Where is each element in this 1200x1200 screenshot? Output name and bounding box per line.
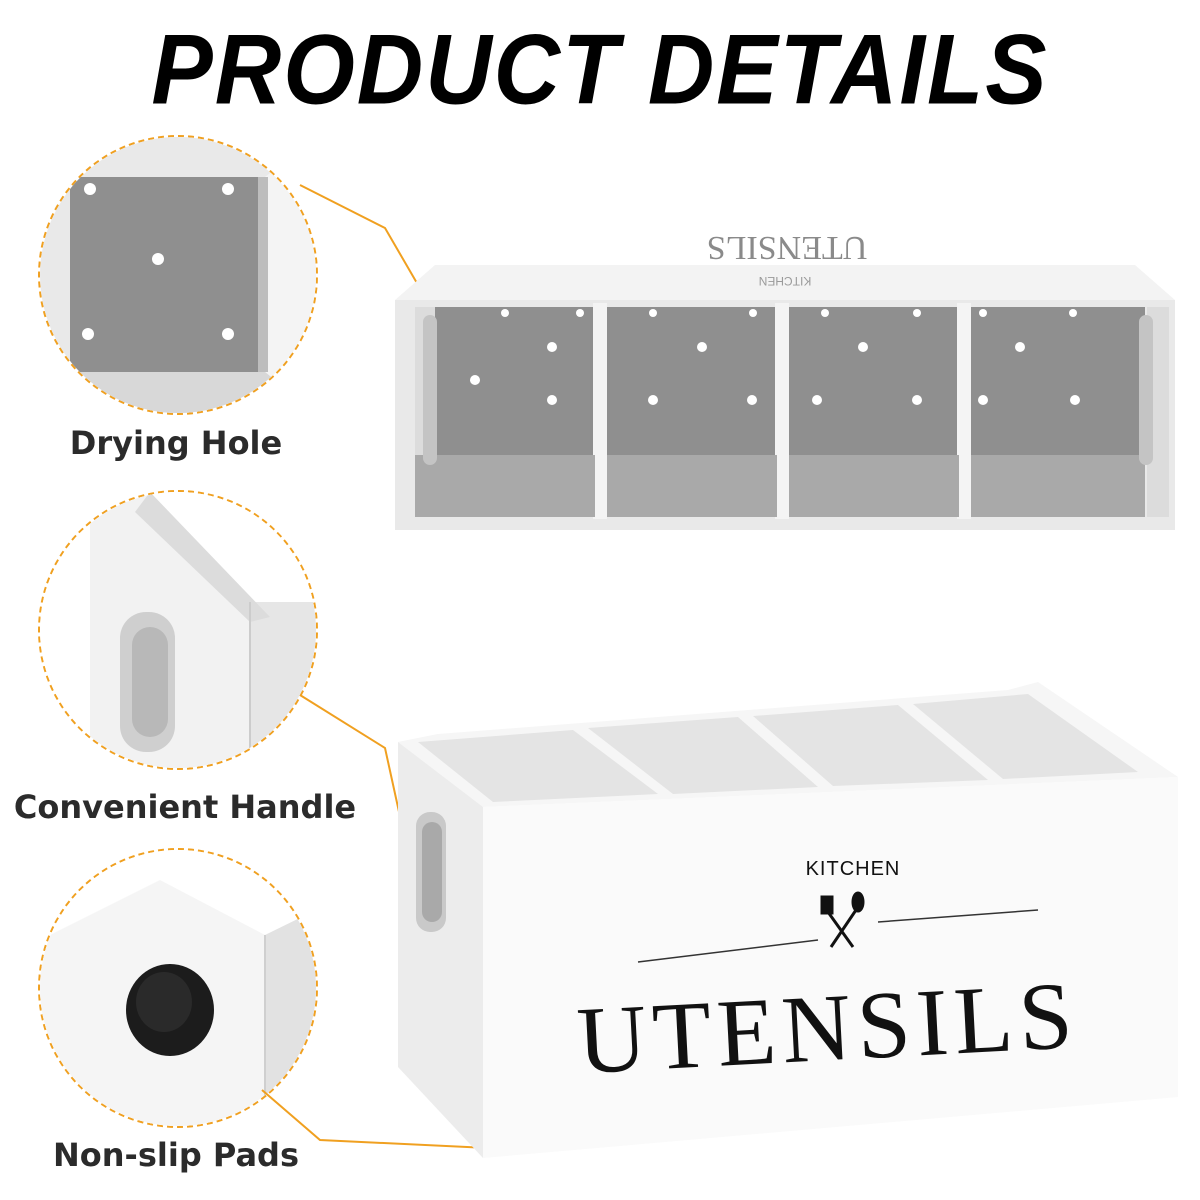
handle-closeup bbox=[38, 490, 318, 770]
kitchen-word: KITCHEN bbox=[806, 858, 901, 880]
organizer-top-view-image: UTENSILS KITCHEN bbox=[395, 229, 1175, 530]
product-front-view: KITCHEN UTENSILS bbox=[398, 672, 1180, 1158]
feature-label-handle: Convenient Handle bbox=[13, 788, 357, 826]
svg-text:KITCHEN: KITCHEN bbox=[759, 274, 812, 288]
organizer-front-view-image: KITCHEN UTENSILS bbox=[398, 682, 1178, 1158]
spatula-spoon-icon bbox=[820, 891, 865, 948]
non-slip-pad-icon bbox=[40, 850, 316, 1126]
handle-icon bbox=[40, 492, 316, 768]
drying-hole-closeup bbox=[38, 135, 318, 415]
feature-label-drying-hole: Drying Hole bbox=[69, 424, 283, 462]
page-title: PRODUCT DETAILS bbox=[151, 14, 1049, 126]
drying-hole-icon bbox=[40, 137, 316, 413]
non-slip-pad-closeup bbox=[38, 848, 318, 1128]
product-top-view: UTENSILS KITCHEN bbox=[395, 225, 1175, 535]
feature-label-non-slip-pads: Non-slip Pads bbox=[53, 1136, 299, 1174]
utensils-word: UTENSILS bbox=[575, 961, 1081, 1094]
svg-text:UTENSILS: UTENSILS bbox=[707, 229, 868, 266]
